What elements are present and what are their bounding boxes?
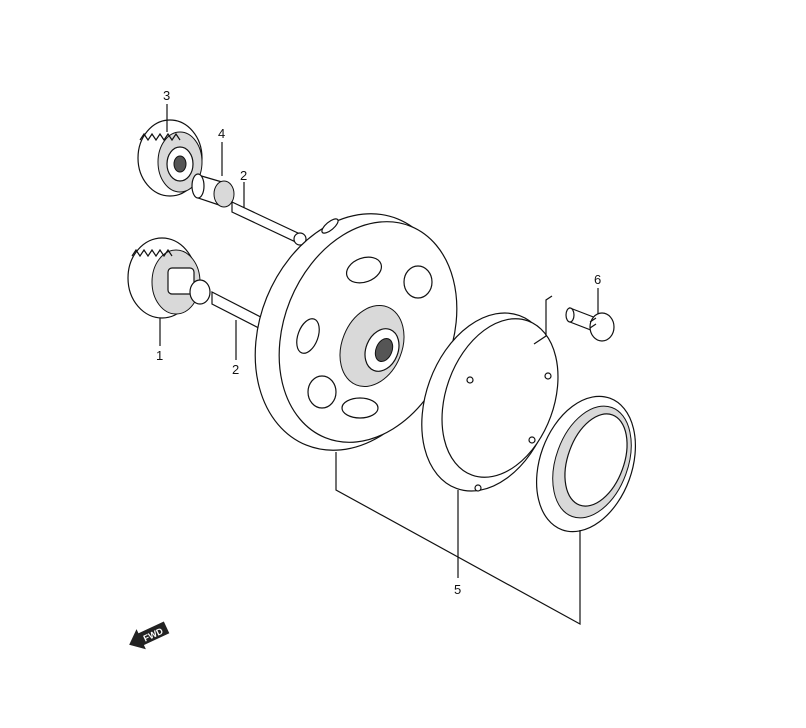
callout-1: 1 — [156, 348, 163, 363]
starter-driven-gear-part — [254, 213, 458, 451]
arrow-left-icon — [129, 621, 170, 650]
shaft-upper-part — [231, 201, 307, 246]
idle-gear-part — [137, 119, 203, 197]
callout-2-lower: 2 — [232, 362, 239, 377]
callout-6: 6 — [594, 272, 601, 287]
callout-5: 5 — [454, 582, 461, 597]
callout-3: 3 — [163, 88, 170, 103]
fwd-badge: FWD — [129, 621, 170, 650]
reduction-gear-part — [127, 237, 211, 319]
bolt-part — [565, 307, 615, 342]
one-way-clutch-part — [535, 395, 637, 533]
callout-2-upper: 2 — [240, 168, 247, 183]
leader-lines — [159, 104, 599, 626]
sleeve-part — [191, 173, 235, 208]
clutch-housing-part — [421, 312, 559, 492]
callout-4: 4 — [218, 126, 225, 141]
